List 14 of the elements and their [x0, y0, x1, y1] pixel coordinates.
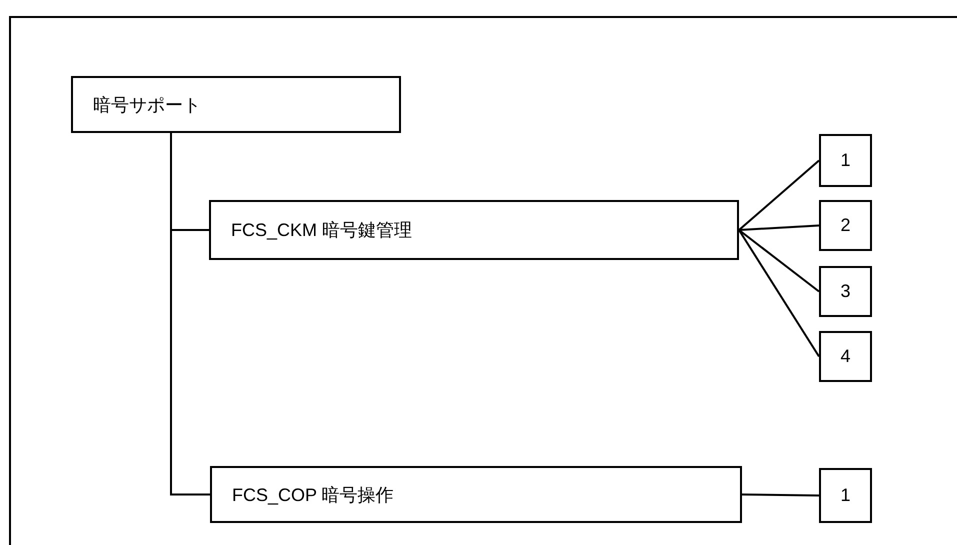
number-box: 2	[819, 200, 872, 251]
connector-line	[738, 229, 820, 358]
number-box: 1	[819, 134, 872, 187]
connector-line	[738, 229, 820, 292]
family-box: FCS_CKM 暗号鍵管理	[209, 200, 739, 260]
connector-line	[170, 133, 210, 496]
connector-line	[738, 224, 820, 231]
connector-line	[742, 494, 820, 496]
number-box: 3	[819, 266, 872, 317]
category-box: 暗号サポート	[71, 76, 401, 133]
family-box: FCS_COP 暗号操作	[210, 466, 742, 523]
number-box: 4	[819, 331, 872, 382]
number-box: 1	[819, 468, 872, 523]
connector-line	[738, 160, 820, 231]
